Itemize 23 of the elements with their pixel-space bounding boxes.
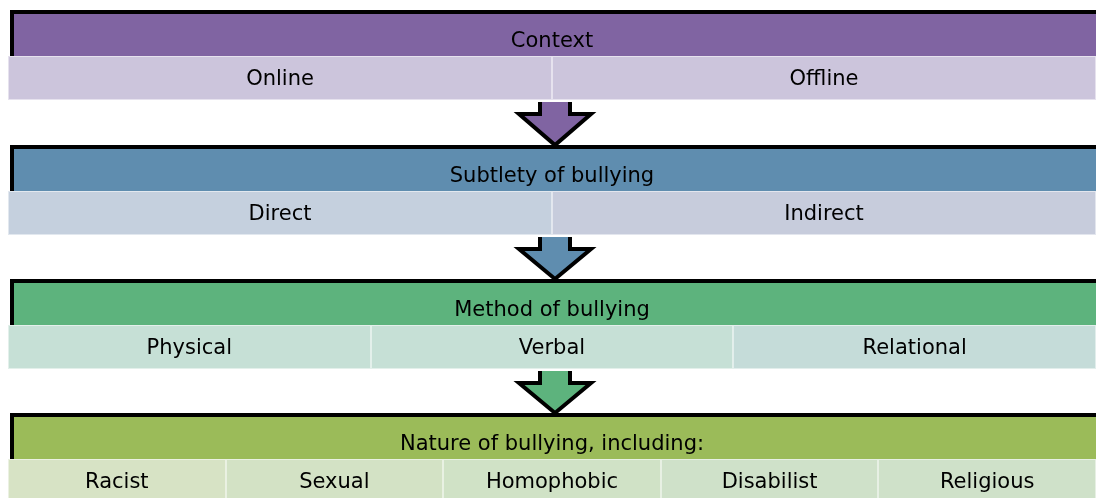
category-band bbox=[10, 10, 1096, 100]
category-band bbox=[10, 413, 1096, 498]
band-heading: Method of bullying bbox=[453, 297, 651, 321]
category-box: Online bbox=[8, 56, 552, 100]
category-box: Offline bbox=[552, 56, 1096, 100]
block-arrow bbox=[513, 235, 597, 282]
category-box: Direct bbox=[8, 191, 552, 235]
category-band bbox=[10, 279, 1096, 369]
block-arrow bbox=[513, 369, 597, 416]
category-band bbox=[10, 145, 1096, 235]
category-box: Indirect bbox=[552, 191, 1096, 235]
category-box: Homophobic bbox=[443, 459, 661, 498]
category-box: Religious bbox=[878, 459, 1096, 498]
category-box: Relational bbox=[733, 325, 1096, 369]
band-heading: Context bbox=[509, 28, 595, 52]
category-box: Sexual bbox=[225, 459, 444, 498]
band-heading: Nature of bullying, including: bbox=[398, 431, 706, 455]
category-box: Racist bbox=[8, 459, 226, 498]
category-box: Verbal bbox=[370, 325, 734, 369]
band-heading: Subtlety of bullying bbox=[448, 163, 656, 187]
category-box: Disabilist bbox=[660, 459, 879, 498]
block-arrow bbox=[513, 100, 597, 148]
category-box: Physical bbox=[8, 325, 371, 369]
